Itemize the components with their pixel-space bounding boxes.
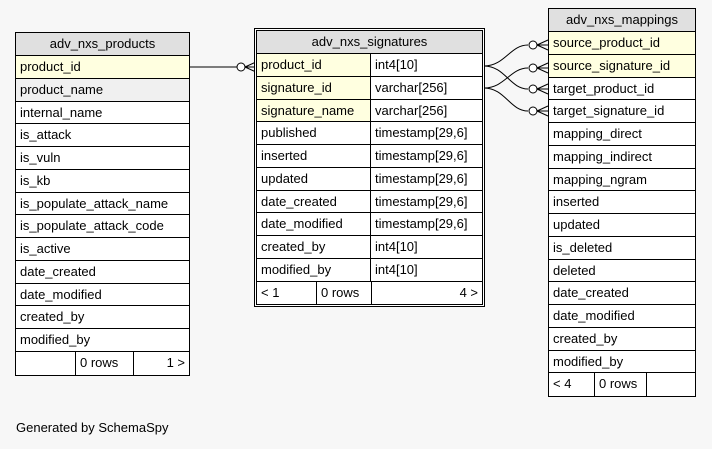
column-inserted[interactable]: inserted bbox=[549, 191, 695, 214]
column-mapping-indirect[interactable]: mapping_indirect bbox=[549, 146, 695, 169]
link-optional-circle bbox=[528, 106, 538, 116]
column-modified-by[interactable]: modified_by int4[10] bbox=[257, 258, 482, 282]
column-date-created[interactable]: date_created bbox=[549, 282, 695, 305]
column-is-populate-attack-name[interactable]: is_populate_attack_name bbox=[16, 193, 189, 216]
footer-children[interactable]: 4 > bbox=[459, 284, 478, 300]
column-name: date_modified bbox=[257, 213, 371, 235]
column-created-by[interactable]: created_by bbox=[549, 328, 695, 351]
column-source-signature-id[interactable]: source_signature_id bbox=[549, 54, 695, 78]
link-sig-signature-to-target-signature bbox=[483, 87, 529, 112]
column-product-id[interactable]: product_id bbox=[16, 56, 189, 79]
column-type: varchar[256] bbox=[371, 99, 482, 122]
column-published[interactable]: published timestamp[29,6] bbox=[257, 122, 482, 145]
column-type: timestamp[29,6] bbox=[375, 148, 468, 163]
column-date-modified[interactable]: date_modified bbox=[16, 284, 189, 307]
column-name: inserted bbox=[257, 145, 371, 167]
column-is-active[interactable]: is_active bbox=[16, 238, 189, 261]
footer-parents[interactable]: < 1 bbox=[257, 281, 317, 305]
link-optional-circle bbox=[528, 84, 538, 94]
generated-by-label: Generated by SchemaSpy bbox=[16, 420, 169, 435]
table-footer: < 1 0 rows 4 > bbox=[257, 281, 482, 305]
column-is-populate-attack-code[interactable]: is_populate_attack_code bbox=[16, 215, 189, 238]
link-crowsfoot bbox=[536, 39, 549, 51]
link-crowsfoot bbox=[536, 105, 549, 117]
column-date-created[interactable]: date_created bbox=[16, 261, 189, 284]
column-updated[interactable]: updated bbox=[549, 214, 695, 237]
column-inserted[interactable]: inserted timestamp[29,6] bbox=[257, 145, 482, 168]
column-created-by[interactable]: created_by bbox=[16, 306, 189, 329]
link-optional-circle bbox=[528, 63, 538, 73]
footer-rows: 0 rows bbox=[317, 281, 372, 305]
link-sig-signature-to-source-signature bbox=[483, 67, 529, 89]
table-footer: 0 rows 1 > bbox=[16, 351, 189, 375]
column-is-deleted[interactable]: is_deleted bbox=[549, 237, 695, 260]
table-footer: < 4 0 rows bbox=[549, 373, 695, 396]
footer-children[interactable]: 1 > bbox=[166, 354, 185, 370]
column-name: signature_id bbox=[257, 76, 371, 99]
column-type: varchar[256] bbox=[371, 76, 482, 99]
column-name: updated bbox=[257, 167, 371, 190]
column-source-product-id[interactable]: source_product_id bbox=[549, 32, 695, 55]
column-type: timestamp[29,6] bbox=[375, 125, 468, 141]
link-crowsfoot bbox=[536, 62, 549, 74]
table-adv-nxs-signatures[interactable]: adv_nxs_signatures product_id int4[10] s… bbox=[254, 28, 485, 308]
column-type: timestamp[29,6] bbox=[375, 216, 468, 232]
footer-parents[interactable]: < 4 bbox=[549, 373, 595, 396]
column-date-created[interactable]: date_created timestamp[29,6] bbox=[257, 190, 482, 214]
column-type: timestamp[29,6] bbox=[375, 193, 468, 209]
footer-children bbox=[647, 373, 695, 396]
column-deleted[interactable]: deleted bbox=[549, 260, 695, 283]
column-mapping-ngram[interactable]: mapping_ngram bbox=[549, 169, 695, 192]
table-title[interactable]: adv_nxs_signatures bbox=[257, 31, 482, 54]
column-target-signature-id[interactable]: target_signature_id bbox=[549, 100, 695, 123]
column-date-modified[interactable]: date_modified bbox=[549, 305, 695, 328]
table-title[interactable]: adv_nxs_mappings bbox=[549, 9, 695, 32]
column-signature-name[interactable]: signature_name varchar[256] bbox=[257, 99, 482, 123]
column-type: timestamp[29,6] bbox=[375, 170, 468, 186]
column-is-vuln[interactable]: is_vuln bbox=[16, 147, 189, 170]
link-optional-circle bbox=[236, 62, 246, 72]
column-type: int4[10] bbox=[375, 261, 418, 277]
column-internal-name[interactable]: internal_name bbox=[16, 102, 189, 125]
footer-parents[interactable] bbox=[16, 351, 76, 375]
link-optional-circle bbox=[528, 40, 538, 50]
column-is-kb[interactable]: is_kb bbox=[16, 170, 189, 193]
column-updated[interactable]: updated timestamp[29,6] bbox=[257, 167, 482, 191]
column-name: signature_name bbox=[257, 99, 371, 122]
column-product-id[interactable]: product_id int4[10] bbox=[257, 54, 482, 77]
column-is-attack[interactable]: is_attack bbox=[16, 124, 189, 147]
column-modified-by[interactable]: modified_by bbox=[16, 329, 189, 352]
column-type: int4[10] bbox=[375, 239, 418, 254]
column-type: int4[10] bbox=[371, 54, 482, 76]
column-name: modified_by bbox=[257, 258, 371, 281]
link-crowsfoot bbox=[536, 83, 549, 95]
column-product-name[interactable]: product_name bbox=[16, 78, 189, 102]
footer-rows: 0 rows bbox=[595, 373, 647, 396]
column-target-product-id[interactable]: target_product_id bbox=[549, 78, 695, 101]
column-mapping-direct[interactable]: mapping_direct bbox=[549, 123, 695, 146]
table-adv-nxs-products[interactable]: adv_nxs_products product_id product_name… bbox=[15, 32, 190, 376]
column-name: date_created bbox=[257, 190, 371, 213]
column-name: product_id bbox=[257, 54, 371, 76]
table-adv-nxs-mappings[interactable]: adv_nxs_mappings source_product_id sourc… bbox=[548, 8, 696, 397]
column-signature-id[interactable]: signature_id varchar[256] bbox=[257, 76, 482, 100]
column-created-by[interactable]: created_by int4[10] bbox=[257, 236, 482, 259]
column-date-modified[interactable]: date_modified timestamp[29,6] bbox=[257, 213, 482, 236]
table-title[interactable]: adv_nxs_products bbox=[16, 33, 189, 56]
link-sig-product-to-source-product bbox=[483, 44, 529, 67]
column-modified-by[interactable]: modified_by bbox=[549, 351, 695, 374]
footer-rows: 0 rows bbox=[76, 351, 134, 375]
column-name: published bbox=[257, 122, 371, 144]
column-name: created_by bbox=[257, 236, 371, 258]
link-sig-product-to-target-product bbox=[483, 65, 529, 90]
